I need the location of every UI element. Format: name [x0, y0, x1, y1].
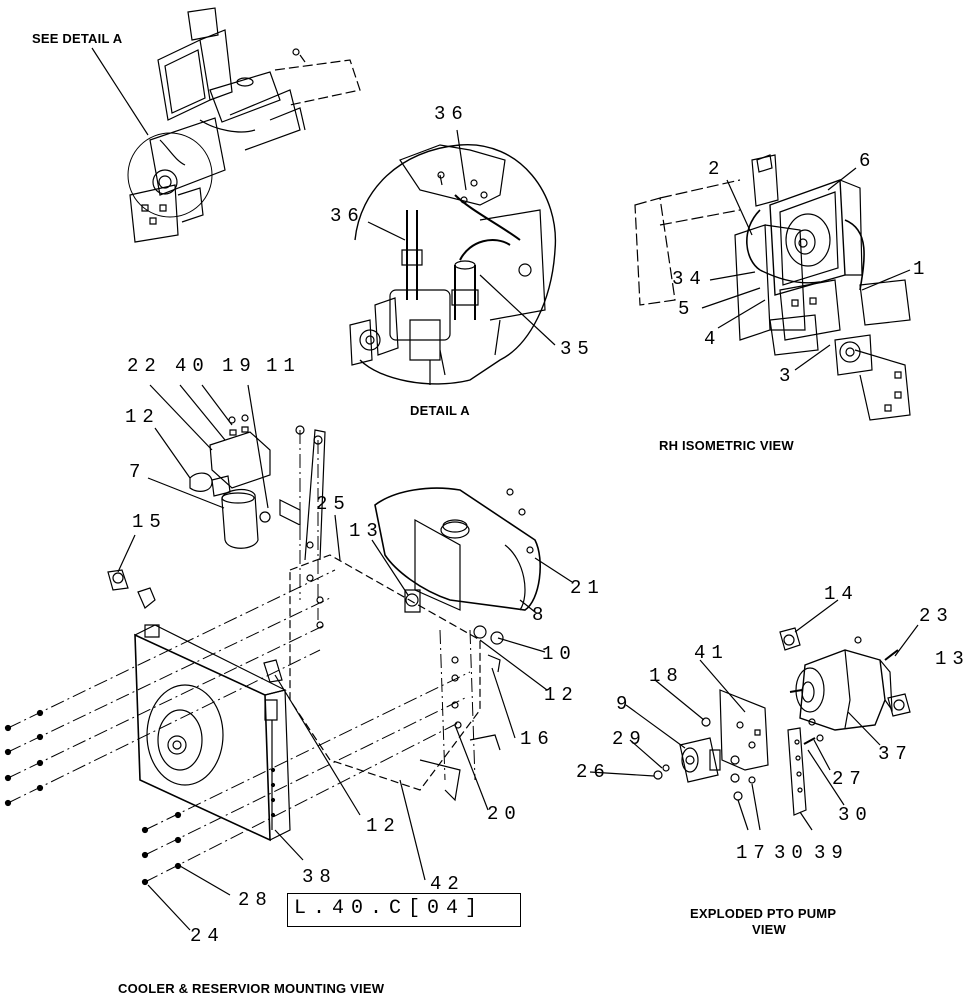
- callout-12-cooler: 12: [366, 815, 401, 837]
- callout-13-reservoir: 13: [349, 520, 384, 542]
- overview-assembly: [92, 8, 360, 242]
- callout-28: 28: [238, 889, 273, 911]
- callout-3: 3: [779, 365, 797, 387]
- see-detail-a-caption: SEE DETAIL A: [32, 31, 123, 46]
- callout-16: 16: [520, 728, 555, 750]
- callout-34: 34: [672, 268, 707, 290]
- cooler-reservoir-assembly: [6, 385, 573, 930]
- rh-isometric-caption: RH ISOMETRIC VIEW: [659, 438, 794, 453]
- callout-12-bracket: 12: [544, 684, 579, 706]
- callout-29: 29: [612, 728, 647, 750]
- callout-40: 40: [175, 355, 210, 377]
- callout-25: 25: [316, 493, 351, 515]
- callout-37: 37: [878, 743, 913, 765]
- callout-26: 26: [576, 761, 611, 783]
- detail-a-caption: DETAIL A: [410, 403, 470, 418]
- callout-14: 14: [824, 583, 859, 605]
- callout-24: 24: [190, 925, 225, 947]
- callout-23: 23: [919, 605, 954, 627]
- callout-30-right: 30: [838, 804, 873, 826]
- callout-42: 42: [430, 873, 465, 895]
- callout-19: 19: [222, 355, 257, 377]
- callout-1: 1: [913, 258, 931, 280]
- callout-15: 15: [132, 511, 167, 533]
- callout-4: 4: [704, 328, 722, 350]
- reference-code: L.40.C[04]: [294, 897, 485, 920]
- callout-39: 39: [814, 842, 849, 864]
- detail-a-assembly: [350, 130, 555, 385]
- callout-5: 5: [678, 298, 696, 320]
- callout-20: 20: [487, 803, 522, 825]
- callout-13-pump: 13: [935, 648, 968, 670]
- callout-11: 11: [266, 355, 301, 377]
- callout-17: 17: [736, 842, 771, 864]
- callout-21: 21: [570, 577, 605, 599]
- callout-7: 7: [129, 461, 147, 483]
- callout-38: 38: [302, 866, 337, 888]
- callout-36-left: 36: [330, 205, 365, 227]
- callout-10: 10: [542, 643, 577, 665]
- exploded-pto-caption-line2: VIEW: [752, 922, 787, 937]
- callout-30-bottom: 30: [774, 842, 809, 864]
- callout-12-filter: 12: [125, 406, 160, 428]
- exploded-pto-assembly: [590, 600, 918, 830]
- exploded-pto-caption-line1: EXPLODED PTO PUMP: [690, 906, 837, 921]
- callout-27: 27: [832, 768, 867, 790]
- callout-8: 8: [532, 604, 550, 626]
- callout-36-top: 36: [434, 103, 469, 125]
- callout-18: 18: [649, 665, 684, 687]
- rh-isometric-assembly: [635, 155, 910, 420]
- callout-6: 6: [859, 150, 877, 172]
- callout-2: 2: [708, 158, 726, 180]
- reference-code-box: [287, 893, 521, 927]
- callout-41: 41: [694, 642, 729, 664]
- callout-9: 9: [616, 693, 634, 715]
- callout-35: 35: [560, 338, 595, 360]
- cooler-reservoir-caption: COOLER & RESERVIOR MOUNTING VIEW: [118, 981, 385, 996]
- callout-22: 22: [127, 355, 162, 377]
